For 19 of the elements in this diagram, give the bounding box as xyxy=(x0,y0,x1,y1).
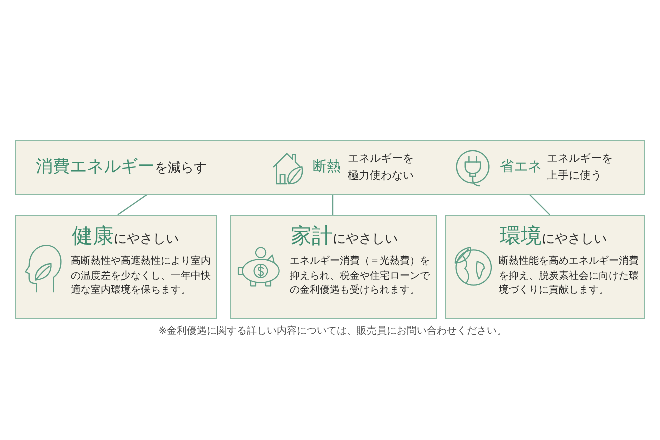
info-card xyxy=(15,215,217,319)
description: 高断熱性や高遮熱性により室内の温度差を少なくし、一年中快適な室内環境を保ちます。 xyxy=(71,255,212,298)
info-card xyxy=(230,215,437,319)
description: エネルギー消費（＝光熱費）を抑えられ、税金や住宅ローンでの金利優遇も受けられます。 xyxy=(290,255,431,298)
panel-heading: 消費エネルギーを減らす xyxy=(36,156,207,179)
category-label: 省エネ xyxy=(500,158,542,177)
card-heading: 健康にやさしい xyxy=(72,223,179,250)
connector-line xyxy=(530,194,550,216)
footnote: ※金利優遇に関する詳しい内容については、販売員にお問い合わせください。 xyxy=(158,324,508,338)
card-heading: 家計にやさしい xyxy=(291,223,398,250)
connector-line xyxy=(118,194,148,216)
category-label: 断熱 xyxy=(313,158,341,177)
description: 断熱性能を高めエネルギー消費を抑え、脱炭素社会に向けた環境づくりに貢献します。 xyxy=(499,255,640,298)
info-card xyxy=(445,215,645,319)
description: エネルギーを極力使わない xyxy=(348,151,415,184)
description: エネルギーを上手に使う xyxy=(547,151,614,184)
summary-panel xyxy=(15,140,645,195)
card-heading: 環境にやさしい xyxy=(500,223,607,250)
connector-line xyxy=(332,195,334,215)
